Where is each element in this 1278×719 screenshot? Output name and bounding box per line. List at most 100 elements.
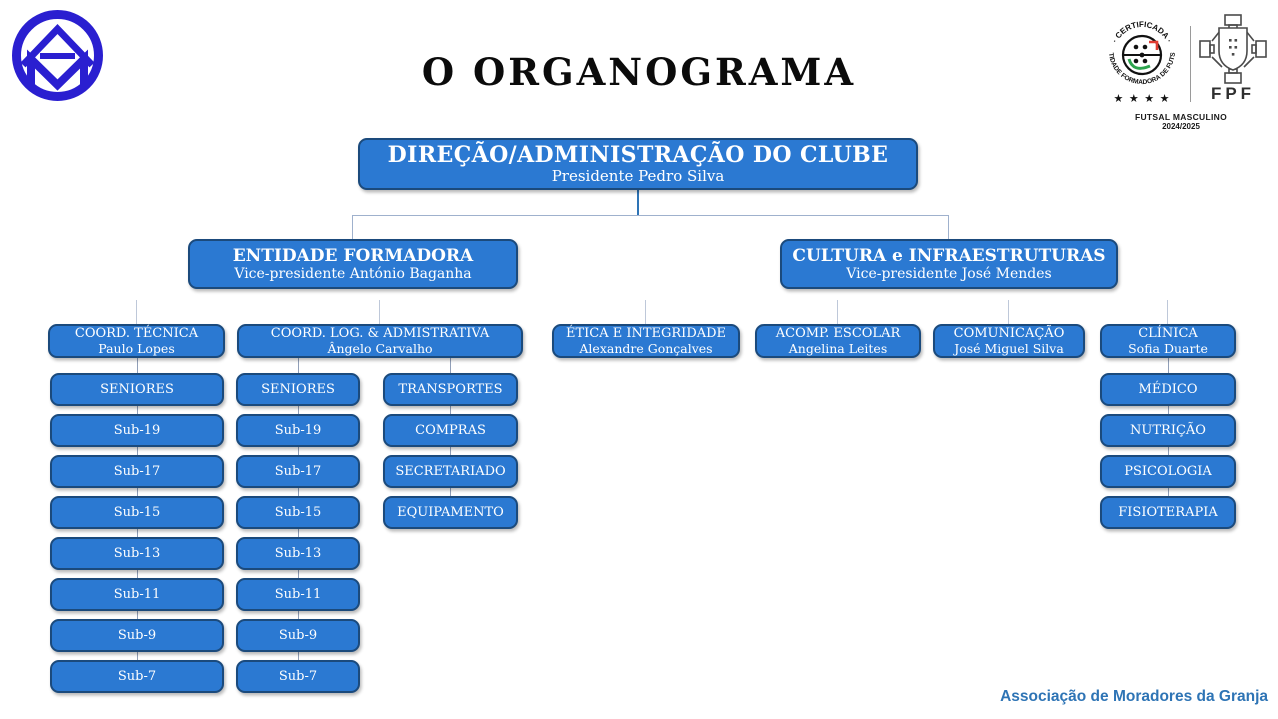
org-node-acomp-escolar: ACOMP. ESCOLAR Angelina Leites — [755, 324, 921, 358]
node-label: PSICOLOGIA — [1124, 464, 1212, 479]
node-label: Sub-9 — [117, 628, 157, 643]
org-node-comunicacao: COMUNICAÇÃO José Miguel Silva — [933, 324, 1085, 358]
connector-line — [298, 529, 299, 537]
node-subtitle: Vice-presidente José Mendes — [846, 265, 1052, 282]
org-node-service: SECRETARIADO — [383, 455, 518, 488]
node-label: Sub-7 — [117, 669, 157, 684]
connector-line — [1168, 488, 1169, 496]
connector-line — [137, 529, 138, 537]
connector-line — [137, 447, 138, 455]
fpf-label: FPF — [1210, 84, 1256, 103]
node-title: ACOMP. ESCOLAR — [775, 325, 901, 341]
org-node-coord-logistica: COORD. LOG. & ADMISTRATIVA Ângelo Carval… — [237, 324, 523, 358]
node-label: COMPRAS — [415, 423, 486, 438]
org-node-cultura-infraestruturas: CULTURA e INFRAESTRUTURAS Vice-president… — [780, 239, 1118, 289]
node-subtitle: Sofia Duarte — [1128, 340, 1208, 356]
connector-line — [137, 358, 138, 373]
connector-root-stem — [637, 190, 639, 216]
fpf-crest-icon — [1199, 14, 1267, 84]
connector-line — [352, 215, 353, 239]
node-label: Sub-11 — [113, 587, 161, 602]
node-title: COMUNICAÇÃO — [953, 325, 1065, 341]
connector-line — [298, 358, 299, 373]
club-monogram-icon — [12, 10, 103, 101]
org-node-team: Sub-13 — [236, 537, 360, 570]
org-node-clinic-area: NUTRIÇÃO — [1100, 414, 1236, 447]
connector-line — [1168, 406, 1169, 414]
org-node-team: Sub-11 — [50, 578, 224, 611]
node-subtitle: Presidente Pedro Silva — [551, 166, 725, 185]
node-title: COORD. LOG. & ADMISTRATIVA — [270, 325, 490, 341]
org-node-service: TRANSPORTES — [383, 373, 518, 406]
org-node-clinica: CLÍNICA Sofia Duarte — [1100, 324, 1236, 358]
node-subtitle: Vice-presidente António Baganha — [234, 265, 472, 282]
node-title: ENTIDADE FORMADORA — [232, 245, 474, 266]
org-node-team: Sub-11 — [236, 578, 360, 611]
org-node-team: Sub-7 — [236, 660, 360, 693]
badge-stars: ★ ★ ★ ★ — [1114, 92, 1171, 105]
node-title: DIREÇÃO/ADMINISTRAÇÃO DO CLUBE — [387, 142, 889, 169]
node-label: SENIORES — [100, 382, 174, 397]
node-label: Sub-13 — [274, 546, 322, 561]
org-node-coord-tecnica: COORD. TÉCNICA Paulo Lopes — [48, 324, 225, 358]
footer-club-name: Associação de Moradores da Granja — [1000, 688, 1268, 705]
connector-line — [298, 406, 299, 414]
node-title: COORD. TÉCNICA — [74, 325, 199, 341]
org-node-entidade-formadora: ENTIDADE FORMADORA Vice-presidente Antón… — [188, 239, 518, 289]
node-label: MÉDICO — [1138, 382, 1198, 397]
node-title: CLÍNICA — [1138, 325, 1198, 341]
node-label: SENIORES — [261, 382, 335, 397]
org-node-etica-integridade: ÉTICA E INTEGRIDADE Alexandre Gonçalves — [552, 324, 740, 358]
org-node-team: Sub-15 — [50, 496, 224, 529]
connector-line — [137, 570, 138, 578]
node-title: CULTURA e INFRAESTRUTURAS — [792, 245, 1106, 266]
org-node-clinic-area: PSICOLOGIA — [1100, 455, 1236, 488]
node-label: Sub-19 — [113, 423, 161, 438]
node-label: Sub-9 — [278, 628, 318, 643]
org-node-service: COMPRAS — [383, 414, 518, 447]
org-node-team: Sub-17 — [236, 455, 360, 488]
connector-line — [1168, 447, 1169, 455]
connector-line — [1008, 300, 1009, 324]
node-label: Sub-7 — [278, 669, 318, 684]
logo-separator — [1190, 26, 1191, 102]
node-label: TRANSPORTES — [398, 382, 503, 397]
connector-line — [137, 488, 138, 496]
node-label: NUTRIÇÃO — [1130, 423, 1206, 438]
certification-badge-icon: · CERTIFICADA · ENTIDADE FORMADORA DE FU… — [1101, 11, 1177, 105]
node-subtitle: Alexandre Gonçalves — [579, 340, 713, 356]
org-node-team: Sub-9 — [50, 619, 224, 652]
node-label: Sub-19 — [274, 423, 322, 438]
node-label: Sub-13 — [113, 546, 161, 561]
node-subtitle: Angelina Leites — [788, 340, 888, 356]
node-label: Sub-17 — [274, 464, 322, 479]
node-subtitle: Paulo Lopes — [98, 340, 175, 356]
node-label: Sub-15 — [113, 505, 161, 520]
caption-line2: 2024/2025 — [1162, 122, 1200, 131]
connector-line — [137, 611, 138, 619]
connector-line — [450, 406, 451, 414]
node-subtitle: José Miguel Silva — [954, 340, 1064, 356]
org-node-team: Sub-19 — [50, 414, 224, 447]
org-node-team: Sub-7 — [50, 660, 224, 693]
connector-line — [298, 611, 299, 619]
connector-line — [645, 300, 646, 324]
connector-line — [352, 215, 949, 216]
org-node-team: Sub-9 — [236, 619, 360, 652]
caption-line1: FUTSAL MASCULINO — [1135, 112, 1227, 122]
connector-line — [450, 488, 451, 496]
connector-line — [298, 488, 299, 496]
org-node-team: SENIORES — [50, 373, 224, 406]
connector-line — [136, 300, 137, 324]
connector-line — [298, 447, 299, 455]
connector-line — [1168, 358, 1169, 373]
connector-line — [450, 358, 451, 373]
connector-line — [137, 652, 138, 660]
page-title: O ORGANOGRAMA — [421, 50, 857, 94]
node-label: Sub-15 — [274, 505, 322, 520]
connector-line — [948, 215, 949, 239]
node-label: Sub-17 — [113, 464, 161, 479]
connector-line — [379, 300, 380, 324]
connector-line — [298, 652, 299, 660]
